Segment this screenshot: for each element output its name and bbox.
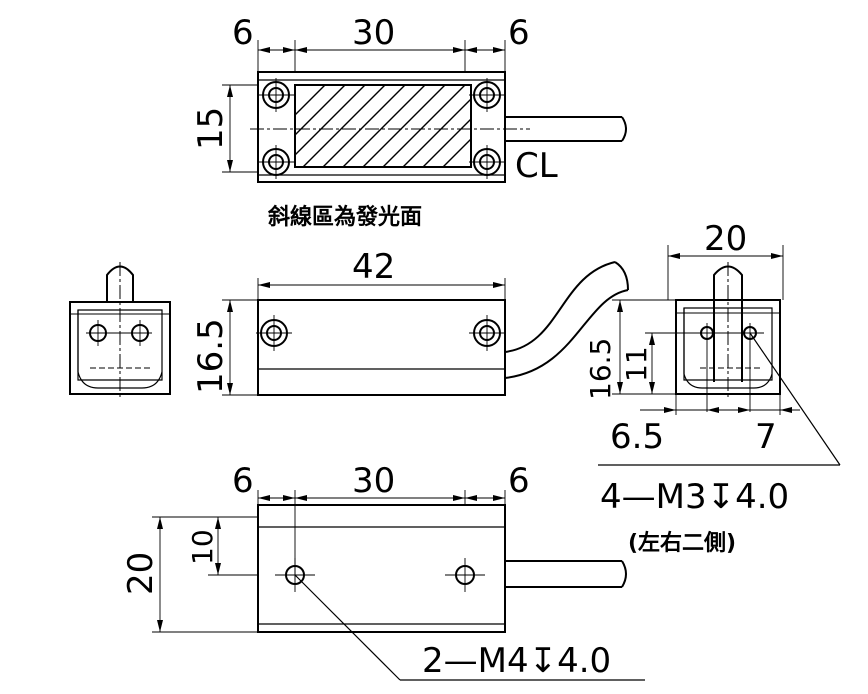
front-view: 42 16.5 (191, 247, 629, 396)
front-hole-right (469, 315, 505, 351)
bottom-dim-hole-height: 10 (186, 529, 219, 565)
front-cable (504, 261, 629, 379)
front-dim-length: 42 (352, 247, 395, 287)
side-view: 20 16.5 11 6.5 (584, 219, 841, 556)
top-hole-tr (469, 78, 505, 112)
centerline-label: CL (515, 146, 558, 186)
bottom-dim-right: 6 (508, 461, 530, 501)
bottom-dim-height: 20 (121, 552, 161, 595)
left-end-view (69, 262, 171, 400)
side-dim-left-offset: 6.5 (610, 417, 664, 457)
bottom-dim-middle: 30 (352, 461, 395, 501)
bottom-hole-right (445, 558, 485, 592)
front-hole-left (256, 315, 292, 351)
side-dim-hole-height: 11 (620, 346, 653, 382)
bottom-view: 6 30 6 20 10 (121, 461, 645, 681)
side-dim-right-offset: 7 (755, 417, 777, 457)
top-dim-height: 15 (191, 107, 231, 150)
top-hole-br (469, 145, 505, 179)
top-hole-bl (258, 145, 294, 179)
side-thread-callout: 4—M3↧4.0 (600, 477, 789, 517)
top-view: 6 30 6 15 (191, 13, 627, 230)
top-dim-left: 6 (232, 13, 254, 53)
front-dim-height: 16.5 (191, 318, 231, 394)
emitting-surface-caption: 斜線區為發光面 (267, 204, 422, 230)
bottom-dim-left: 6 (232, 461, 254, 501)
bottom-cable (505, 560, 627, 588)
side-dim-width: 20 (704, 219, 747, 259)
top-hole-tl (258, 78, 294, 112)
side-dim-height: 16.5 (584, 338, 617, 400)
top-dim-right: 6 (508, 13, 530, 53)
top-cable (505, 116, 627, 142)
side-thread-note: (左右二側) (628, 530, 736, 556)
bottom-thread-callout: 2—M4↧4.0 (422, 641, 611, 681)
top-dim-middle: 30 (352, 13, 395, 53)
